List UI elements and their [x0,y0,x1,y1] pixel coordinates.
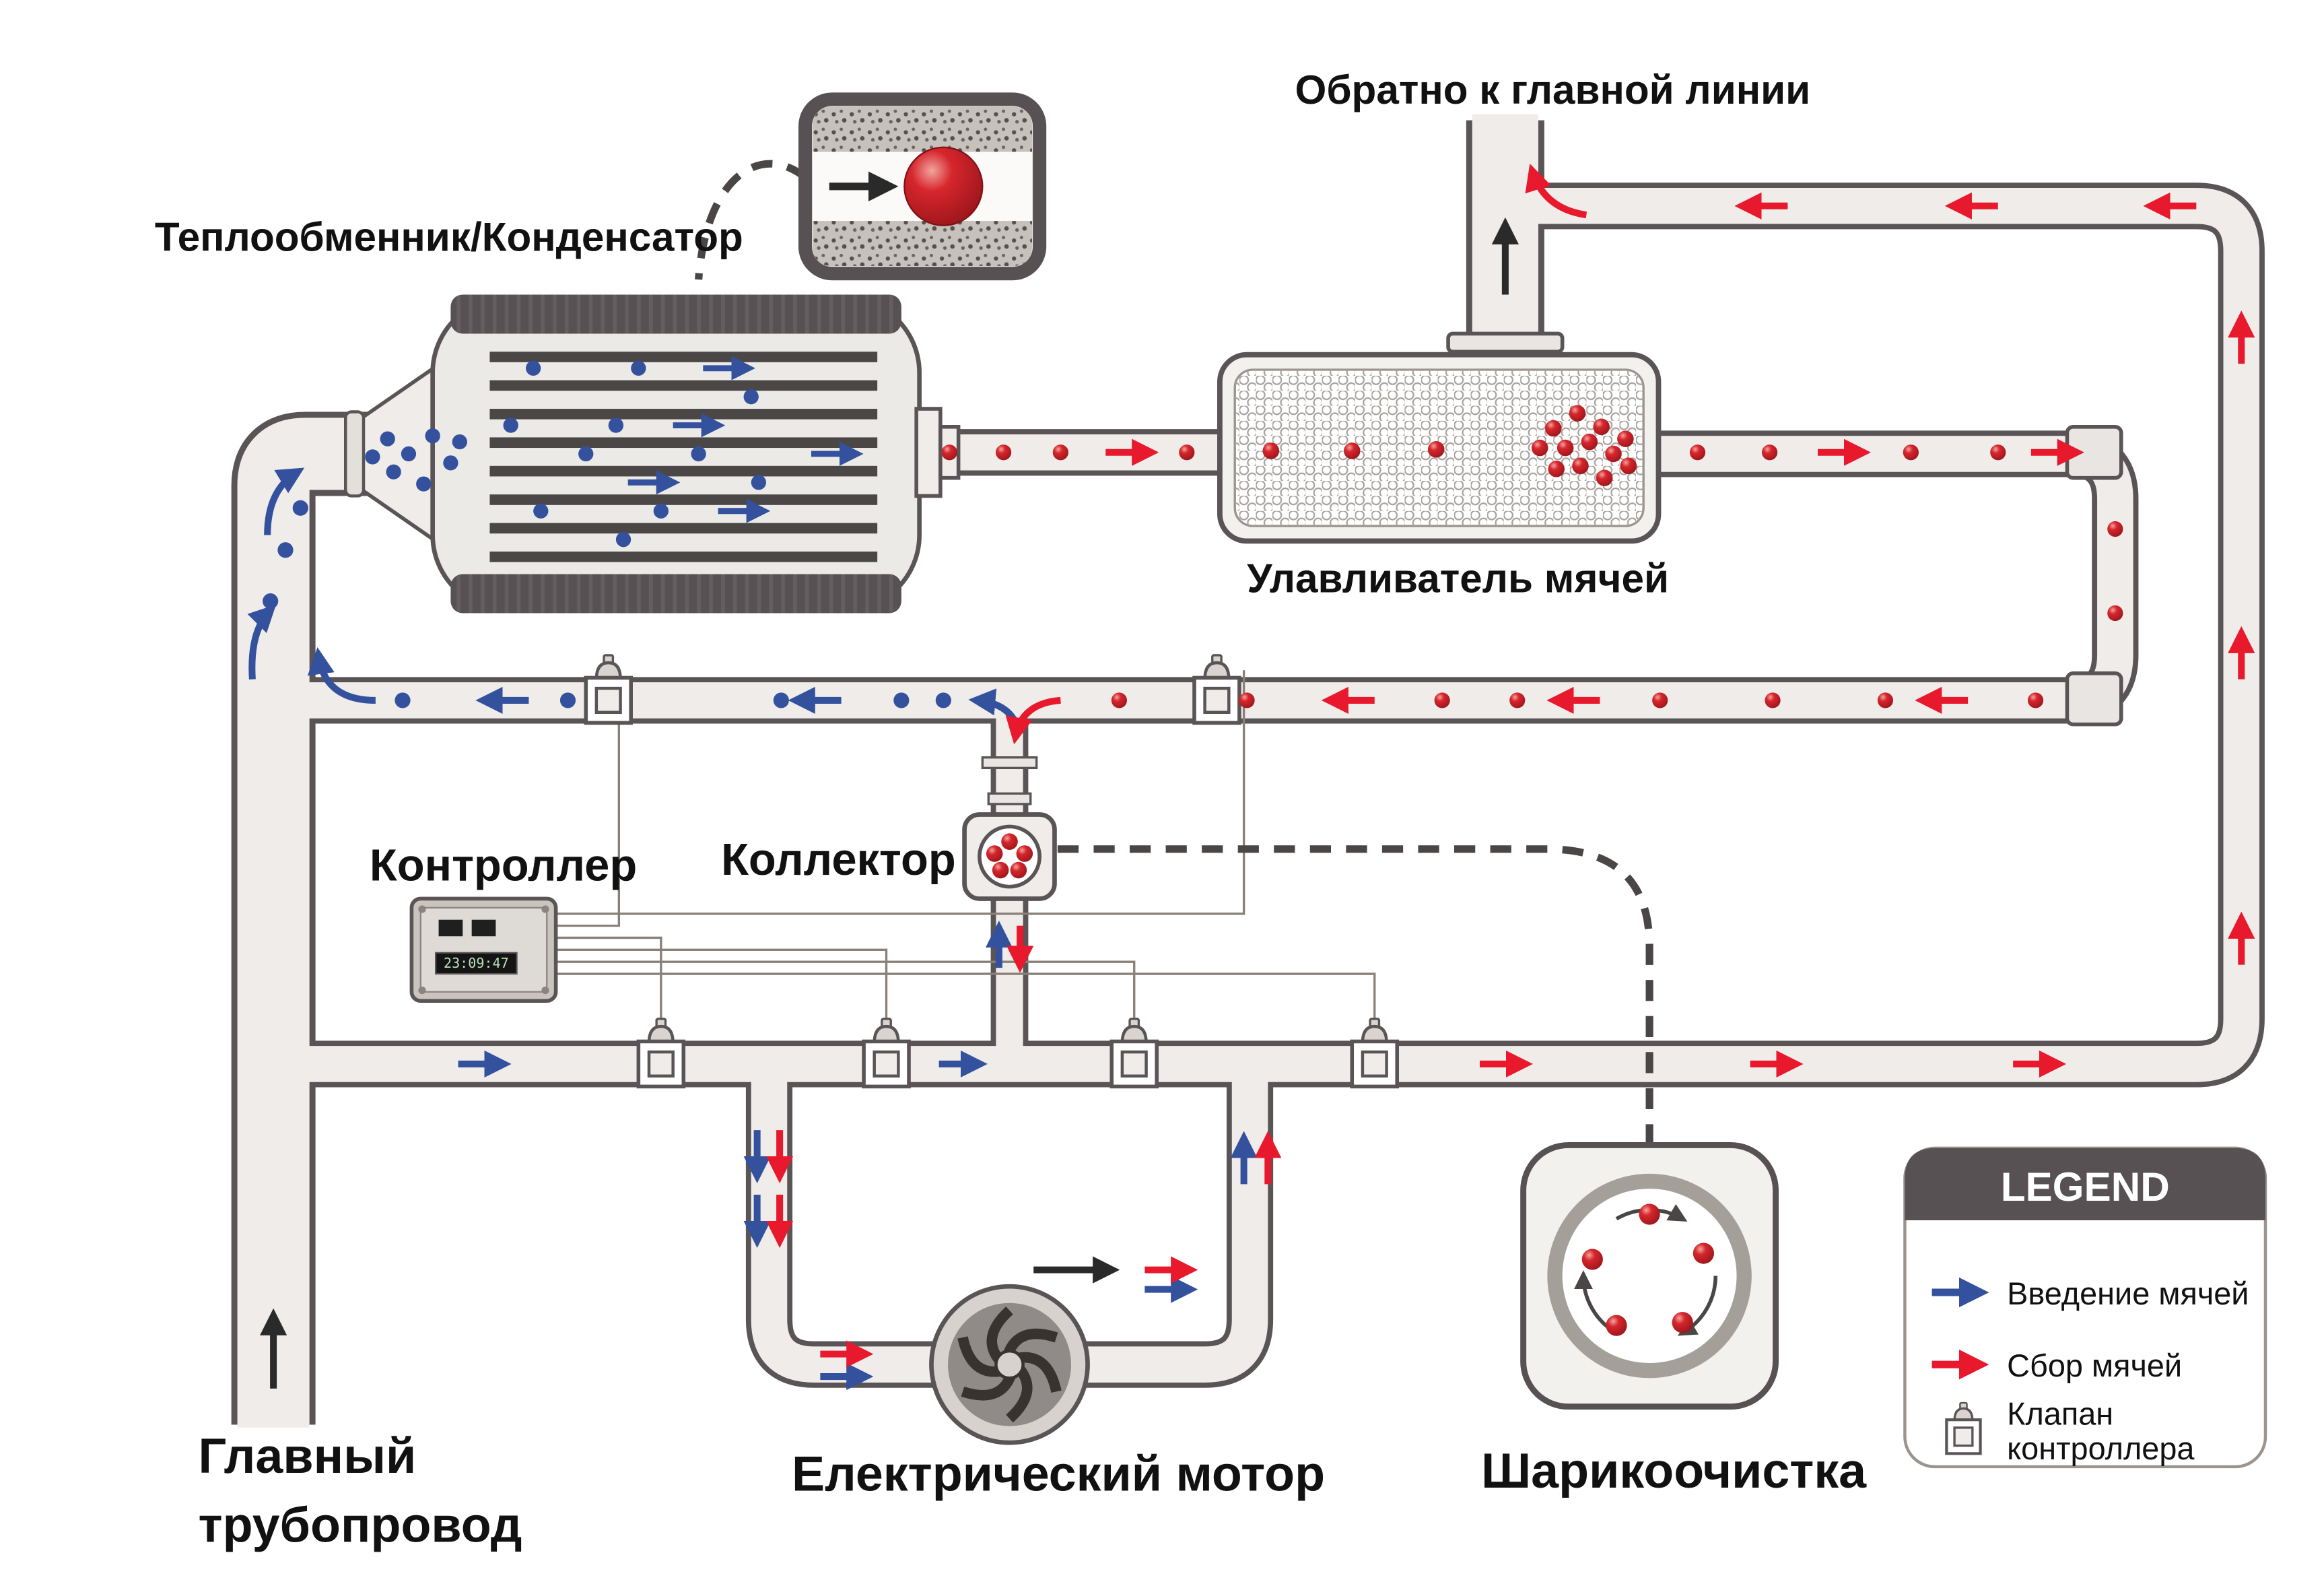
legend-item-label: Клапан [2007,1396,2113,1431]
heat-exchanger-top-cap [450,294,901,334]
label-ball-catcher: Улавливатель мячей [1247,555,1669,601]
controller-valve-icon [586,655,631,723]
collection-flow [766,163,2255,1368]
controller-display [434,952,518,975]
label-ball-cleaning: Шарикоочистка [1481,1443,1867,1498]
cleaning-ball [903,146,984,226]
injection-arrows-in-exchanger [627,356,864,523]
legend-title: LEGEND [2001,1164,2170,1210]
legend-header [1905,1148,2265,1220]
water-flow-arrows [260,217,1519,1389]
heat-exchanger [343,294,961,614]
label-heat-exchanger: Теплообменник/Конденсатор [155,214,743,260]
controller-indicator-window [438,919,463,937]
ball-cleaning-unit [1520,1141,1779,1410]
inset-callout-dash [695,160,808,280]
heat-exchanger-bottom-cap [450,574,901,614]
injection-flow [247,467,1258,1391]
injection-arrows [247,467,1258,1391]
control-wiring [555,670,1376,1025]
collection-arrows [766,163,2255,1368]
legend-item-label: Введение мячей [2007,1276,2249,1311]
label-collector: Коллектор [721,834,956,885]
electric-motor-pump [929,1284,1090,1445]
controller-valve-icon [1352,1019,1397,1086]
label-main-pipeline-line1: Главный [199,1428,417,1484]
controller-indicator-window [471,919,496,937]
controller-valve-icon [1194,655,1239,723]
label-electric-motor: Електрический мотор [792,1446,1325,1502]
label-main-pipeline-line2: трубопровод [199,1497,522,1553]
controller-valve-icon [638,1019,683,1086]
controller-valve-icon [864,1019,909,1086]
controller-valve-icon [1112,1019,1157,1086]
collector-balls [986,833,1033,879]
ball-inset-detail [798,92,1047,281]
legend-item-label: контроллера [2007,1431,2195,1466]
collector [962,756,1057,901]
collector-to-cleaner-dash [1057,845,1653,1142]
caught-balls [1262,405,1637,486]
collection-balls [941,444,2123,708]
dashed-links [695,160,1653,1142]
injected-balls-in-exchanger [365,360,767,548]
cleaning-balls [1581,1203,1715,1336]
heat-exchanger-tubes [489,352,878,562]
ball-catcher [1217,331,1662,544]
label-controller: Контроллер [370,840,637,891]
controller-display-value: 23:09:47 [444,955,509,971]
fouling-deposit-top [813,106,1032,152]
legend-item-label: Сбор мячей [2007,1348,2182,1383]
label-back-to-main-line: Обратно к главной линии [1295,67,1810,112]
fouling-deposit-bottom [813,221,1032,267]
controller-unit: 23:09:47 [409,896,558,1003]
diagram-labels: Теплообменник/Конденсатор Обратно к глав… [155,67,1867,1552]
legend: LEGEND Введение мячей Сбор мячей Клапан … [1903,1146,2267,1469]
